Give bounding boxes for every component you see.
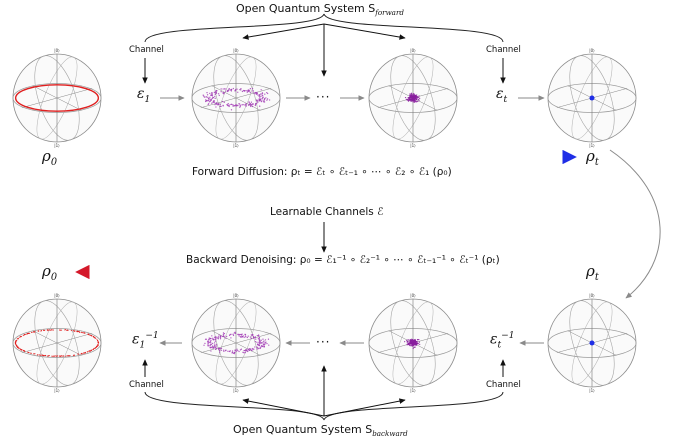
learnable-channels-label: Learnable Channels ℰ	[270, 206, 384, 218]
bloch-sphere-f0: |0⟩ |1⟩	[12, 48, 102, 148]
loop-arrow	[609, 149, 661, 299]
state-points	[404, 338, 421, 350]
backward-system-title: Open Quantum System Sbackward	[233, 423, 408, 439]
epsilon-1-inverse: ε1−1	[132, 331, 159, 351]
state-points	[589, 340, 595, 346]
pole-label-bottom: |1⟩	[54, 143, 60, 148]
state-points	[14, 84, 100, 112]
channel-label-top-right: Channel	[486, 45, 521, 55]
forward-system-title: Open Quantum System Sforward	[236, 2, 404, 18]
pole-label-bottom: |1⟩	[410, 143, 416, 148]
ellipsis-backward: ···	[316, 335, 331, 349]
ellipsis-forward: ···	[316, 90, 331, 104]
forward-diffusion-formula: Forward Diffusion: ρₜ = ℰₜ ∘ ℰₜ₋₁ ∘ ⋯ ∘ …	[192, 166, 452, 178]
pole-label-bottom: |1⟩	[233, 388, 239, 393]
state-points	[14, 329, 100, 357]
epsilon-1-forward: ε1	[137, 86, 151, 105]
pole-label-bottom: |1⟩	[54, 388, 60, 393]
bloch-spheres: |0⟩|1⟩|0⟩|1⟩|0⟩|1⟩|0⟩|1⟩|0⟩|1⟩|0⟩|1⟩|0⟩|…	[12, 48, 637, 393]
state-points	[404, 92, 421, 103]
rho-t-backward: ρt	[586, 262, 599, 283]
pole-label-bottom: |1⟩	[589, 388, 595, 393]
bloch-sphere-b1: |0⟩ |1⟩	[191, 293, 281, 393]
channel-label-top-left: Channel	[129, 45, 164, 55]
epsilon-t-inverse: εt−1	[490, 331, 515, 351]
bottom-brace	[144, 391, 504, 421]
pole-label-top: |0⟩	[233, 293, 239, 298]
pole-label-top: |0⟩	[589, 293, 595, 298]
state-points	[589, 95, 595, 101]
rho-0-forward: ρ0	[42, 147, 58, 168]
bloch-sphere-f1: |0⟩ |1⟩	[191, 48, 281, 148]
epsilon-t-forward: εt	[496, 86, 508, 105]
system-arrow-3	[323, 23, 406, 40]
channel-label-bottom-left: Channel	[129, 380, 164, 390]
pole-label-top: |0⟩	[410, 293, 416, 298]
backward-denoising-formula: Backward Denoising: ρ₀ = ℰ₁⁻¹ ∘ ℰ₂⁻¹ ∘ ⋯…	[186, 254, 500, 266]
bloch-sphere-b3: |0⟩ |1⟩	[547, 293, 637, 393]
pole-label-bottom: |1⟩	[410, 388, 416, 393]
system-arrow-2	[242, 23, 325, 40]
channel-label-bottom-right: Channel	[486, 380, 521, 390]
system-arrow-b3	[323, 398, 406, 417]
system-arrow-b2	[242, 398, 325, 417]
bloch-sphere-f2: |0⟩ |1⟩	[368, 48, 458, 148]
pole-label-top: |0⟩	[54, 293, 60, 298]
pole-label-bottom: |1⟩	[233, 143, 239, 148]
top-brace	[144, 13, 504, 43]
pole-label-top: |0⟩	[54, 48, 60, 53]
state-points	[202, 87, 271, 111]
pole-label-bottom: |1⟩	[589, 143, 595, 148]
pole-label-top: |0⟩	[233, 48, 239, 53]
rho-0-backward: ρ0	[42, 262, 58, 283]
rho-t-forward: ρt	[586, 147, 599, 168]
bloch-sphere-f3: |0⟩ |1⟩	[547, 48, 637, 148]
pole-label-top: |0⟩	[410, 48, 416, 53]
pole-label-top: |0⟩	[589, 48, 595, 53]
state-points	[203, 331, 270, 355]
bloch-sphere-b0: |0⟩ |1⟩	[12, 293, 102, 393]
bloch-sphere-b2: |0⟩ |1⟩	[368, 293, 458, 393]
